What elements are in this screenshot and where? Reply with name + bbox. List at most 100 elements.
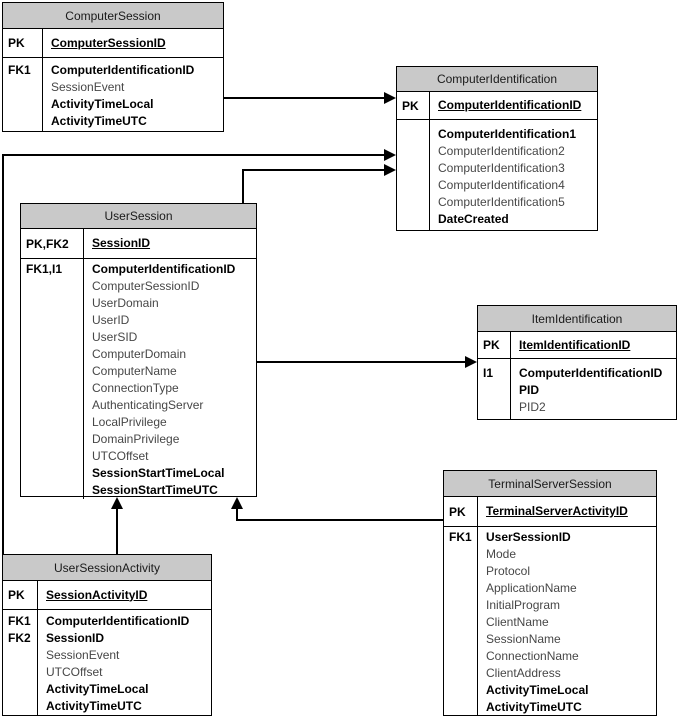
pk-row: PK ItemIdentificationID xyxy=(478,332,676,359)
attribute: ClientName xyxy=(486,615,549,629)
relationship-terminalserversession-usersession-arrow xyxy=(231,497,243,509)
attribute: ActivityTimeLocal xyxy=(46,682,149,696)
pk-key-label: PK xyxy=(397,92,430,119)
pk-key-label: PK xyxy=(3,29,43,57)
attribute: ComputerSessionID xyxy=(92,279,200,293)
relationship-computersession-computeridentification-arrow xyxy=(384,92,396,104)
pk-row: PK,FK2 SessionID xyxy=(21,229,256,259)
attribute: ComputerIdentificationID xyxy=(51,63,195,77)
pk-row: PK ComputerSessionID xyxy=(3,29,223,58)
relationship-usersessionactivity-computeridentification-arrow xyxy=(384,149,396,161)
attribute: ActivityTimeLocal xyxy=(486,683,589,697)
relationship-usersession-itemidentification-line xyxy=(257,361,465,363)
entity-user-session-activity[interactable]: UserSessionActivity PK SessionActivityID… xyxy=(2,554,212,716)
pk-attribute: SessionActivityID xyxy=(46,587,148,602)
relationship-terminalserversession-usersession-line xyxy=(236,508,238,521)
entity-title: TerminalServerSession xyxy=(444,471,656,497)
attribute: ActivityTimeLocal xyxy=(51,97,154,111)
attribute: ComputerIdentificationID xyxy=(92,262,236,276)
relationship-usersessionactivity-computeridentification-line xyxy=(2,154,384,156)
attribute: ComputerDomain xyxy=(92,347,187,361)
attribute: SessionID xyxy=(46,631,105,645)
attribute: DateCreated xyxy=(438,212,509,226)
attribute: ActivityTimeUTC xyxy=(486,700,582,714)
attribute: DomainPrivilege xyxy=(92,432,180,446)
pk-attribute: ComputerSessionID xyxy=(51,35,166,50)
relationship-usersession-computeridentification-arrow xyxy=(384,164,396,176)
attribute: ClientAddress xyxy=(486,666,561,680)
pk-attribute: ItemIdentificationID xyxy=(519,337,631,352)
attribute: PID2 xyxy=(519,400,546,414)
attribute: ComputerIdentification5 xyxy=(438,195,565,209)
fk-key-label: FK1 xyxy=(449,530,472,544)
attribute: Protocol xyxy=(486,564,531,578)
attribute: ComputerIdentificationID xyxy=(46,614,190,628)
pk-row: PK TerminalServerActivityID xyxy=(444,497,656,527)
relationship-usersession-computeridentification-line xyxy=(242,169,384,171)
pk-attribute: SessionID xyxy=(92,236,151,250)
relationship-usersession-computeridentification-line xyxy=(242,169,244,203)
fk-key-label: FK1,I1 xyxy=(26,262,63,276)
pk-key-label: PK xyxy=(3,581,38,609)
relationship-terminalserversession-usersession-line xyxy=(236,519,443,521)
pk-row: PK SessionActivityID xyxy=(3,581,211,610)
attribute-section: I1 ComputerIdentificationID PID PID2 xyxy=(478,359,676,419)
relationship-usersessionactivity-usersession-arrow xyxy=(111,497,123,509)
fk-key-label: FK1 xyxy=(8,614,31,628)
entity-user-session[interactable]: UserSession PK,FK2 SessionID FK1,I1 Comp… xyxy=(20,203,257,499)
attribute-section: FK1 ComputerIdentificationID SessionEven… xyxy=(3,58,223,131)
attribute: UserID xyxy=(92,313,130,327)
attribute: UserSessionID xyxy=(486,530,571,544)
entity-terminal-server-session[interactable]: TerminalServerSession PK TerminalServerA… xyxy=(443,470,657,716)
pk-key-label: PK,FK2 xyxy=(21,229,84,258)
fk-key-label: FK2 xyxy=(8,631,31,645)
attribute: SessionEvent xyxy=(46,648,120,662)
attribute: SessionStartTimeUTC xyxy=(92,483,218,497)
attribute-section: ComputerIdentification1 ComputerIdentifi… xyxy=(397,120,597,230)
attribute: ComputerIdentification1 xyxy=(438,127,577,141)
relationship-usersession-itemidentification-arrow xyxy=(465,356,477,368)
pk-key-label: PK xyxy=(444,497,478,526)
attribute: ActivityTimeUTC xyxy=(46,699,142,713)
entity-title: UserSessionActivity xyxy=(3,555,211,581)
entity-title: ComputerSession xyxy=(3,3,223,29)
attribute: ConnectionType xyxy=(92,381,179,395)
attribute: ComputerIdentification2 xyxy=(438,144,565,158)
attribute: ComputerIdentificationID xyxy=(519,366,663,380)
fk-key-label: FK1 xyxy=(8,63,31,77)
pk-row: PK ComputerIdentificationID xyxy=(397,92,597,120)
entity-title: UserSession xyxy=(21,204,256,229)
attribute: AuthenticatingServer xyxy=(92,398,204,412)
pk-key-label: PK xyxy=(478,332,511,358)
entity-computer-identification[interactable]: ComputerIdentification PK ComputerIdenti… xyxy=(396,66,598,231)
attribute: ComputerIdentification3 xyxy=(438,161,565,175)
attribute-section: FK1,I1 ComputerIdentificationID Computer… xyxy=(21,259,256,499)
attribute: LocalPrivilege xyxy=(92,415,167,429)
attribute: Mode xyxy=(486,547,517,561)
attribute: SessionStartTimeLocal xyxy=(92,466,225,480)
relationship-usersessionactivity-computeridentification-line xyxy=(2,154,4,554)
attribute: ComputerName xyxy=(92,364,177,378)
pk-attribute: ComputerIdentificationID xyxy=(438,98,582,112)
attribute: UTCOffset xyxy=(46,665,103,679)
entity-item-identification[interactable]: ItemIdentification PK ItemIdentification… xyxy=(477,305,677,420)
attribute: ComputerIdentification4 xyxy=(438,178,565,192)
attribute: ApplicationName xyxy=(486,581,577,595)
attribute: SessionEvent xyxy=(51,80,125,94)
attribute: UserDomain xyxy=(92,296,159,310)
entity-computer-session[interactable]: ComputerSession PK ComputerSessionID FK1… xyxy=(2,2,224,132)
attribute: SessionName xyxy=(486,632,561,646)
attribute: UTCOffset xyxy=(92,449,149,463)
index-key-label: I1 xyxy=(483,366,494,380)
attribute-section: FK1 FK2 ComputerIdentificationID Session… xyxy=(3,610,211,715)
entity-title: ComputerIdentification xyxy=(397,67,597,92)
relationship-computersession-computeridentification-line xyxy=(224,97,384,99)
attribute: ConnectionName xyxy=(486,649,579,663)
pk-attribute: TerminalServerActivityID xyxy=(486,504,628,518)
attribute: UserSID xyxy=(92,330,138,344)
attribute: InitialProgram xyxy=(486,598,561,612)
attribute: ActivityTimeUTC xyxy=(51,114,147,128)
entity-title: ItemIdentification xyxy=(478,306,676,332)
attribute-section: FK1 UserSessionID Mode Protocol Applicat… xyxy=(444,527,656,716)
